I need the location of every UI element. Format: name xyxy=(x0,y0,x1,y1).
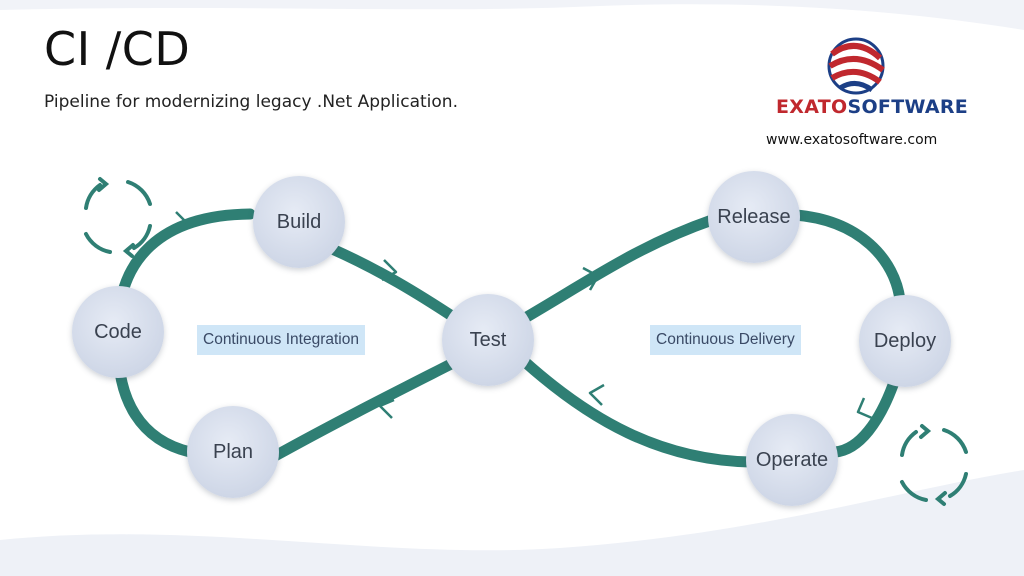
label-continuous-integration: Continuous Integration xyxy=(197,325,365,355)
cycle-icon-right xyxy=(900,424,968,506)
page-subtitle: Pipeline for modernizing legacy .Net App… xyxy=(44,92,458,112)
arrow-marker-2 xyxy=(381,259,398,282)
arrow-marker-1 xyxy=(175,211,190,234)
brand-name-part2: SOFTWARE xyxy=(847,96,969,118)
node-build: Build xyxy=(253,176,345,268)
loop-path-build-test xyxy=(324,242,461,324)
cycle-icon-left xyxy=(84,177,152,258)
node-deploy: Deploy xyxy=(859,295,951,387)
brand-name-part1: EXATO xyxy=(776,96,848,118)
globe-logo-icon xyxy=(827,37,885,95)
arrow-marker-4 xyxy=(582,266,600,291)
arrow-marker-3 xyxy=(378,398,395,419)
loop-path-test-plan xyxy=(269,356,461,462)
page-title: CI /CD xyxy=(44,22,191,76)
brand-name: EXATOSOFTWARE xyxy=(776,96,968,118)
loop-path-release-deploy xyxy=(789,209,906,306)
brand-logo: EXATOSOFTWARE xyxy=(770,36,968,154)
node-plan: Plan xyxy=(187,406,279,498)
node-operate: Operate xyxy=(746,414,838,506)
loop-path-test-release xyxy=(519,214,718,324)
node-test: Test xyxy=(442,294,534,386)
arrow-marker-6 xyxy=(588,383,605,406)
website-url: www.exatosoftware.com xyxy=(766,132,938,148)
node-release: Release xyxy=(708,171,800,263)
loop-path-operate-test xyxy=(519,356,756,468)
node-code: Code xyxy=(72,286,164,378)
arrow-marker-5 xyxy=(856,397,873,420)
loop-path-deploy-operate xyxy=(829,379,899,458)
label-continuous-delivery: Continuous Delivery xyxy=(650,325,801,355)
